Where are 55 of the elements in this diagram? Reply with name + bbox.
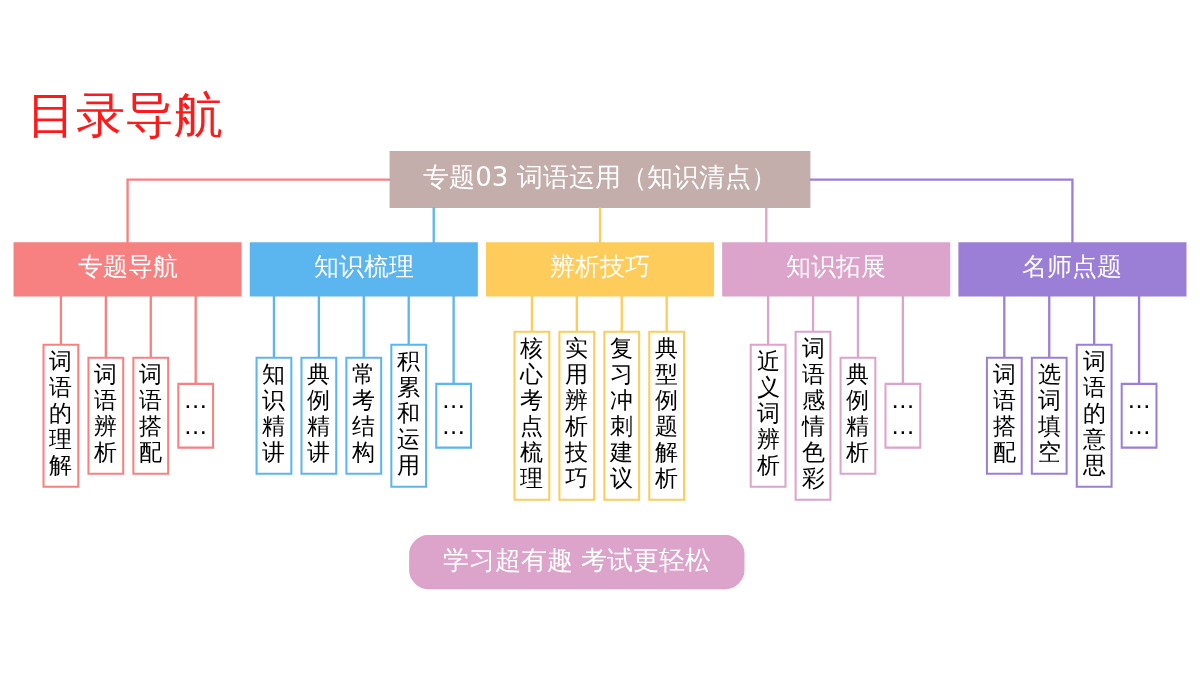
node-box: 专题03 词语运用（知识清点）: [389, 151, 811, 209]
connector: [598, 207, 602, 243]
connector: [766, 295, 770, 345]
connector: [194, 295, 197, 384]
node-box: 词语搭配: [132, 356, 170, 475]
connector: [530, 295, 534, 332]
connector: [665, 295, 668, 332]
node-box: 知识精讲: [255, 356, 293, 475]
node-box: 词语搭配: [985, 356, 1023, 475]
node-box: 知识拓展: [722, 242, 951, 297]
connector: [1093, 295, 1096, 345]
connector: [1048, 295, 1051, 358]
connector: [59, 295, 63, 345]
node-box: 积累和运用: [390, 343, 428, 488]
node-box: 辨析技巧: [485, 242, 715, 297]
node-box: 典例精讲: [300, 356, 338, 475]
connector: [575, 295, 578, 332]
node-box: 词语感情色彩: [794, 330, 832, 501]
node-box: ……: [177, 382, 215, 449]
connector: [765, 207, 768, 243]
node-box: 知识梳理: [249, 242, 478, 297]
node-box: 学习超有趣 考试更轻松: [409, 535, 745, 590]
diagram-title: 目录导航: [26, 86, 223, 145]
connector: [149, 295, 152, 358]
connector: [126, 178, 391, 243]
connector: [1137, 295, 1141, 384]
node-box: 近义词辨析: [749, 343, 787, 488]
connector: [432, 207, 435, 243]
node-box: 词语的意思: [1075, 343, 1113, 488]
connector: [620, 295, 623, 332]
connector: [901, 295, 905, 384]
connector: [104, 295, 107, 358]
node-box: 复习冲刺建议: [603, 330, 641, 501]
connector: [362, 295, 365, 358]
node-box: ……: [884, 382, 922, 449]
connector: [272, 295, 276, 358]
node-box: 词语辨析: [87, 356, 125, 475]
connector: [811, 295, 815, 332]
connector: [452, 295, 455, 384]
connector: [317, 295, 321, 358]
node-box: 实用辨析技巧: [558, 330, 596, 501]
node-box: 名师点题: [958, 242, 1187, 297]
node-box: 专题导航: [13, 242, 242, 297]
node-box: 典例精析: [839, 356, 877, 475]
connector: [1003, 295, 1006, 358]
node-box: 常考结构: [345, 356, 383, 475]
node-box: 选词填空: [1030, 356, 1068, 475]
connector: [407, 295, 410, 345]
node-box: 核心考点梳理: [513, 330, 551, 501]
node-box: 词语的理解: [42, 343, 80, 488]
connector: [809, 178, 1074, 243]
node-box: ……: [1120, 382, 1158, 449]
node-box: ……: [435, 382, 473, 449]
node-box: 典型例题解析: [648, 330, 686, 501]
connector: [856, 295, 860, 358]
